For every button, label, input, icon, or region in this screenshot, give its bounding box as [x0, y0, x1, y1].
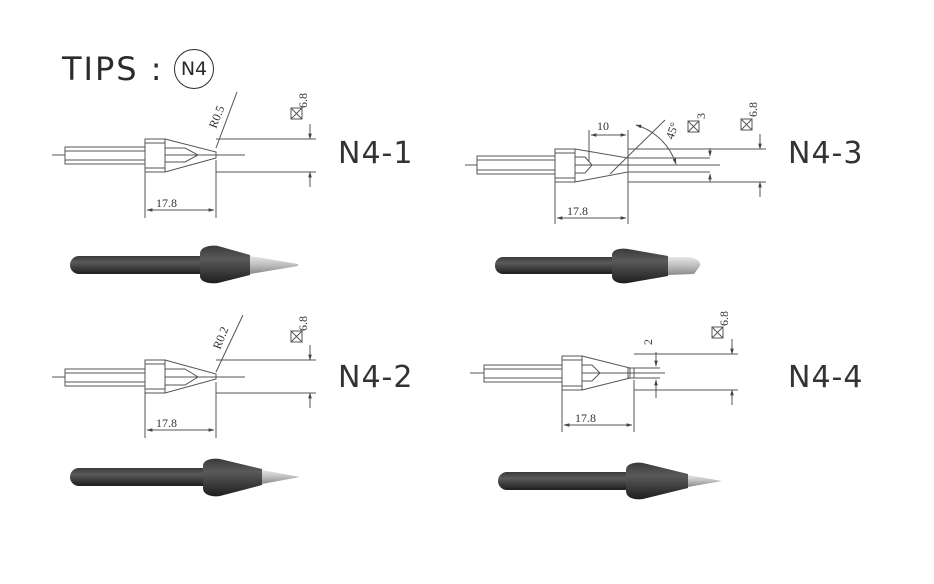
dim-length-n4-1: 17.8 — [156, 196, 177, 210]
dim-angle-n4-3: 45° — [663, 120, 682, 141]
drawing-n4-1 — [52, 91, 316, 218]
drawing-n4-4 — [470, 326, 738, 432]
dim-length-n4-2: 17.8 — [156, 416, 177, 430]
series-badge-text: N4 — [180, 58, 208, 80]
dim-diameter-n4-1: 6.8 — [296, 93, 310, 108]
dim-length-n4-3: 17.8 — [567, 204, 588, 218]
tip-label-n4-2: N4-2 — [338, 360, 414, 395]
series-badge: N4 — [174, 49, 214, 89]
photo-n4-4 — [498, 462, 722, 500]
dim-length-n4-4: 17.8 — [575, 411, 596, 425]
photo-n4-3 — [495, 248, 701, 284]
tip-label-n4-4: N4-4 — [788, 360, 864, 395]
dim-diameter-n4-3: 6.8 — [746, 102, 760, 117]
tip-label-n4-3: N4-3 — [788, 136, 864, 171]
dim-tip-n4-4: 2 — [641, 339, 655, 345]
photo-n4-2 — [70, 458, 300, 497]
dim-diameter-n4-4: 6.8 — [717, 311, 731, 326]
dim-face-n4-3: 3 — [694, 113, 708, 119]
tip-label-n4-1: N4-1 — [338, 136, 414, 171]
page-title: TIPS : — [62, 50, 164, 88]
drawing-n4-3 — [465, 118, 766, 224]
drawing-n4-2 — [52, 314, 316, 438]
dim-bevel-length-n4-3: 10 — [597, 119, 609, 133]
dim-diameter-n4-2: 6.8 — [296, 316, 310, 331]
photo-n4-1 — [70, 245, 298, 284]
